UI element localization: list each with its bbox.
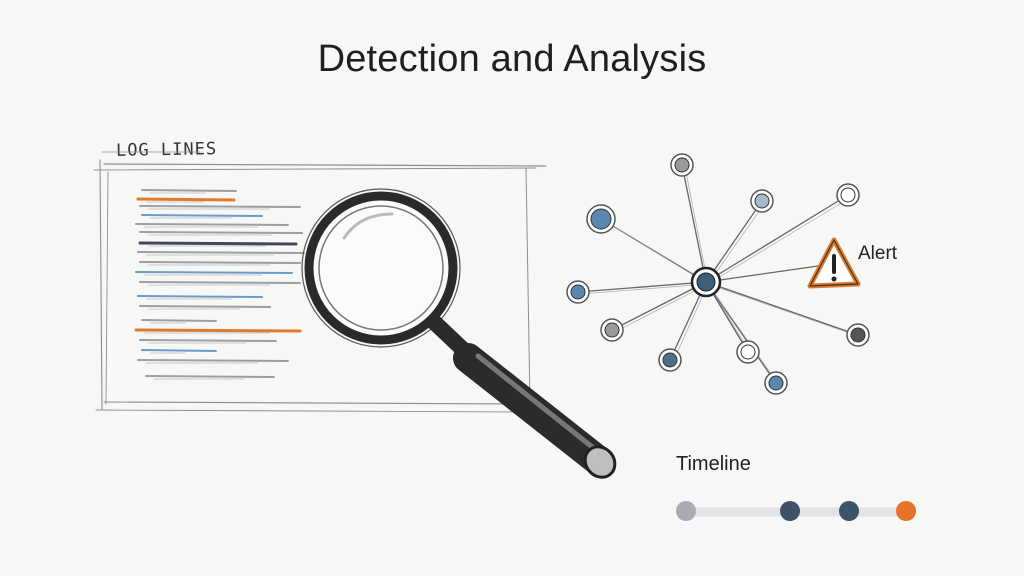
network-edge-shade <box>614 283 709 333</box>
log-line <box>139 281 301 284</box>
log-line <box>145 375 275 378</box>
network-node <box>846 323 870 347</box>
timeline <box>676 501 916 521</box>
timeline-point <box>780 501 800 521</box>
network-edge-shade <box>672 283 709 363</box>
network-node <box>566 280 590 304</box>
network-node <box>764 371 788 395</box>
log-line <box>139 205 301 208</box>
network-node <box>670 153 694 177</box>
network-edge <box>705 281 859 336</box>
network-node <box>836 183 860 207</box>
network-edge <box>705 281 777 384</box>
network-node <box>736 340 760 364</box>
network-edge-shade <box>580 283 709 295</box>
network-edge-shade <box>707 283 780 386</box>
log-line <box>134 328 302 333</box>
network-node <box>750 189 774 213</box>
network-edge-shade <box>707 196 852 285</box>
timeline-point <box>839 501 859 521</box>
log-line <box>137 359 289 362</box>
log-line <box>135 271 293 274</box>
warning-triangle-icon <box>807 237 861 289</box>
log-line <box>137 251 305 254</box>
page-title: Detection and Analysis <box>317 38 707 80</box>
network-graph <box>566 153 870 395</box>
log-line <box>141 189 237 192</box>
timeline-point <box>896 501 916 521</box>
log-line <box>141 349 217 352</box>
log-line <box>135 223 289 226</box>
log-line <box>139 231 303 234</box>
log-line <box>139 339 277 342</box>
network-edge <box>705 265 819 283</box>
network-edge-shade <box>684 166 709 285</box>
magnifier-icon <box>301 188 617 479</box>
network-edge <box>611 281 707 331</box>
network-center-node <box>690 266 722 298</box>
network-edge <box>577 281 707 293</box>
log-line <box>137 295 263 298</box>
alert-label: Alert <box>858 243 898 264</box>
network-node <box>586 204 616 234</box>
network-edge-shade <box>603 220 709 285</box>
timeline-point <box>676 501 696 521</box>
network-edge-shade <box>707 283 862 338</box>
log-lines-panel <box>93 151 547 413</box>
network-node <box>600 318 624 342</box>
network-edge <box>705 200 763 283</box>
network-edge <box>705 194 849 283</box>
network-edge <box>681 164 707 283</box>
timeline-label: Timeline <box>676 453 751 475</box>
log-line <box>141 319 217 322</box>
network-node <box>658 348 682 372</box>
log-line <box>139 261 301 264</box>
log-line <box>138 241 298 246</box>
log-line <box>136 197 236 202</box>
log-line <box>139 305 271 308</box>
log-lines <box>134 189 305 380</box>
network-edge-shade <box>707 202 766 285</box>
log-line <box>141 214 263 217</box>
